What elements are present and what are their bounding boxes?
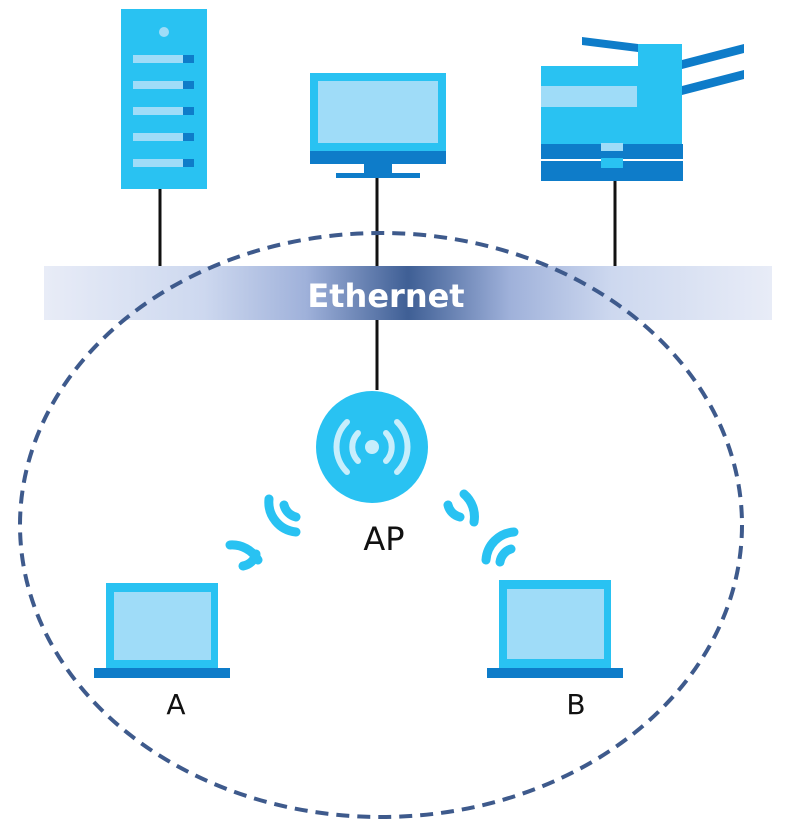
wifi-signal-icon [225,489,519,571]
laptop-a-label: A [166,688,185,721]
access-point-icon [316,391,428,503]
server-icon [121,9,207,189]
ethernet-label: Ethernet [307,277,464,315]
laptop-icon [94,583,230,678]
printer-icon [541,37,744,181]
connection-lines [158,178,617,390]
monitor-icon [310,73,446,178]
ethernet-bar [44,266,772,320]
wireless-coverage-boundary [18,231,744,819]
laptop-b-label: B [566,688,585,721]
laptop-icon [487,580,623,678]
ethernet-bus: Ethernet [44,266,772,320]
access-point-label: AP [363,520,404,558]
